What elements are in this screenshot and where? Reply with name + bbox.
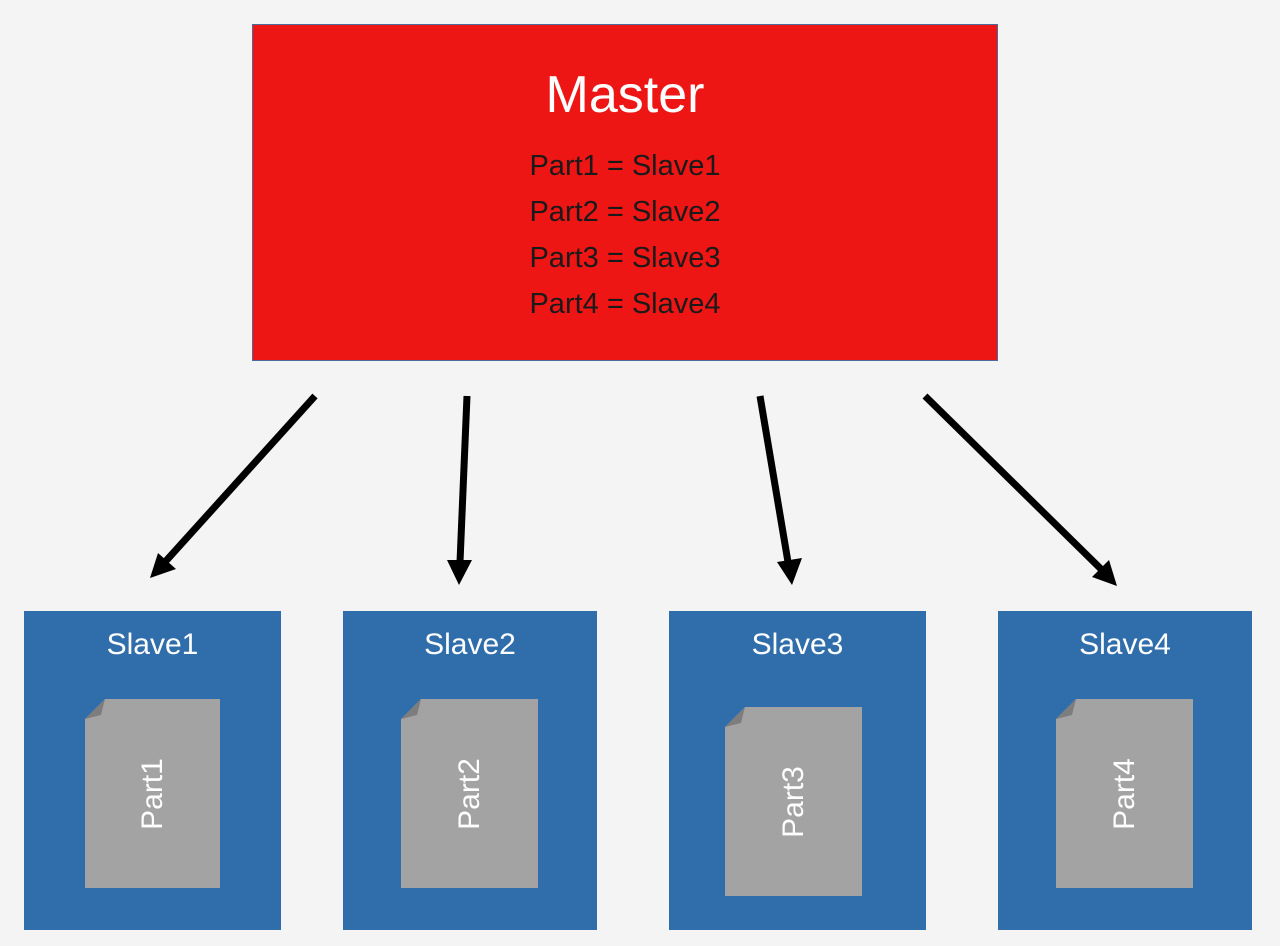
arrow-to-slave4 bbox=[922, 393, 1105, 573]
document-icon: Part3 bbox=[725, 707, 862, 896]
partition-label: Part3 bbox=[776, 765, 810, 838]
mapping-entry: Part4 = Slave4 bbox=[529, 288, 721, 320]
document-icon: Part4 bbox=[1056, 699, 1193, 888]
partition-label: Part4 bbox=[1107, 757, 1141, 830]
slave-title: Slave2 bbox=[424, 628, 516, 661]
partition-label: Part2 bbox=[452, 757, 486, 830]
arrowhead-slave2 bbox=[447, 560, 472, 585]
slave-node-1: Slave1 Part1 bbox=[24, 611, 281, 930]
slave-node-3: Slave3 Part3 bbox=[669, 611, 926, 930]
mapping-entry: Part3 = Slave3 bbox=[529, 242, 721, 274]
arrow-to-slave3 bbox=[756, 395, 792, 563]
master-node: Master Part1 = Slave1 Part2 = Slave2 Par… bbox=[252, 24, 998, 361]
mapping-entry: Part2 = Slave2 bbox=[529, 196, 721, 228]
arrowhead-slave1 bbox=[150, 553, 176, 578]
slave-node-4: Slave4 Part4 bbox=[998, 611, 1252, 930]
arrowhead-slave4 bbox=[1092, 560, 1117, 586]
arrow-to-slave1 bbox=[162, 393, 318, 565]
document-icon: Part1 bbox=[85, 699, 220, 888]
mapping-entry: Part1 = Slave1 bbox=[529, 150, 721, 182]
partition-label: Part1 bbox=[135, 757, 169, 830]
slave-title: Slave1 bbox=[106, 628, 199, 661]
slave-title: Slave3 bbox=[751, 628, 844, 661]
partition-mapping-list: Part1 = Slave1 Part2 = Slave2 Part3 = Sl… bbox=[253, 143, 997, 327]
document-icon: Part2 bbox=[401, 699, 538, 888]
master-title: Master bbox=[545, 66, 705, 124]
slave-node-2: Slave2 Part2 bbox=[343, 611, 597, 930]
arrow-to-slave2 bbox=[456, 395, 471, 563]
slave-title: Slave4 bbox=[1079, 628, 1171, 661]
arrowhead-slave3 bbox=[777, 558, 802, 585]
